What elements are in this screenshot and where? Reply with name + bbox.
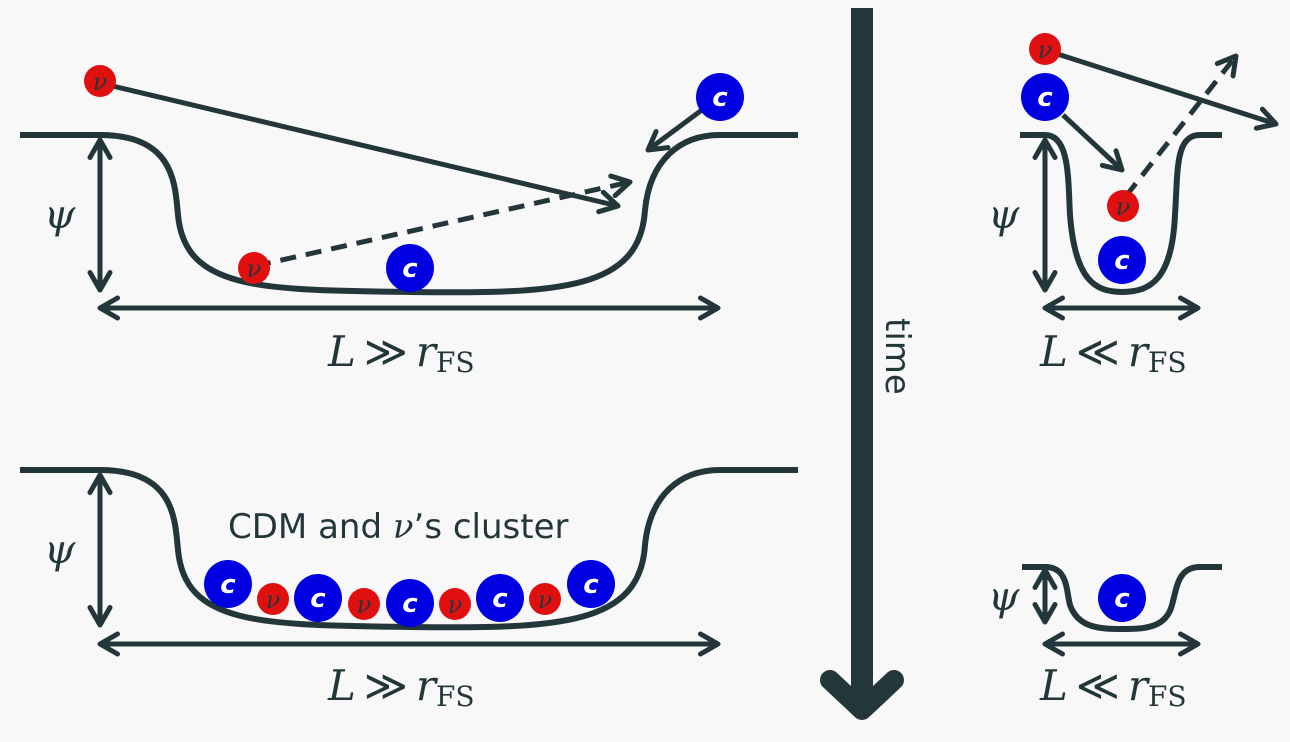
cdm-particle: c [1021, 73, 1069, 121]
cdm-infall-arrow [1061, 113, 1125, 173]
svg-text:c: c [402, 589, 418, 619]
neutrino-particle: ν [348, 588, 380, 620]
scale-relation: ≪ [1076, 327, 1120, 376]
panel-top-left: ψ L≫rFS ν ν c c [20, 65, 798, 379]
svg-text:c: c [712, 83, 728, 113]
neutrino-escape-trajectory [254, 173, 633, 269]
svg-text:ν: ν [357, 591, 372, 619]
svg-text:ν: ν [93, 68, 108, 96]
cdm-particle: c [1098, 574, 1146, 622]
scale-label: L≪rFS [1039, 327, 1187, 379]
svg-text:ν: ν [266, 586, 281, 614]
cdm-particle: c [476, 574, 524, 622]
svg-text:c: c [220, 570, 236, 600]
neutrino-particle: ν [238, 252, 270, 284]
psi-label: ψ [988, 574, 1020, 620]
scale-sub: FS [436, 680, 475, 713]
scale-relation: ≫ [364, 327, 408, 376]
potential-well-curve [1020, 132, 1222, 296]
svg-text:c: c [1114, 246, 1130, 276]
svg-text:ν: ν [448, 591, 463, 619]
psi-label: ψ [988, 192, 1020, 238]
scale-label: L≪rFS [1039, 661, 1187, 713]
neutrino-particle: ν [529, 583, 561, 615]
panel-top-right: ψ L≪rFS ν c ν c [988, 33, 1279, 379]
svg-text:c: c [402, 254, 418, 284]
neutrino-particle: ν [1107, 190, 1139, 222]
psi-label: ψ [44, 192, 76, 238]
cdm-particle: c [386, 244, 434, 292]
scale-L: L [1039, 327, 1068, 376]
cluster-caption: CDM and ν’s cluster [228, 507, 568, 547]
svg-text:ν: ν [1116, 193, 1131, 221]
potential-well-curve [1022, 564, 1222, 633]
svg-text:c: c [310, 584, 326, 614]
cdm-particle: c [386, 579, 434, 627]
neutrino-escape-trajectory [1124, 53, 1239, 198]
caption-nu: ν [393, 507, 414, 547]
scale-label: L≫rFS [327, 661, 475, 713]
cdm-particle: c [1098, 236, 1146, 284]
scale-L: L [1039, 661, 1068, 710]
neutrino-particle: ν [1029, 33, 1061, 65]
neutrino-particle: ν [439, 588, 471, 620]
time-label: time [877, 318, 917, 395]
svg-text:c: c [583, 570, 599, 600]
svg-text:c: c [1114, 584, 1130, 614]
neutrino-trajectory [1044, 47, 1279, 131]
scale-r: r [1128, 327, 1151, 376]
scale-sub: FS [1148, 680, 1187, 713]
svg-text:c: c [1037, 83, 1053, 113]
caption-post: ’s cluster [414, 507, 569, 547]
neutrino-particle: ν [257, 583, 289, 615]
psi-label: ψ [44, 527, 76, 573]
svg-text:c: c [492, 584, 508, 614]
scale-L: L [327, 327, 356, 376]
time-arrow: time [820, 8, 917, 720]
neutrino-particle: ν [84, 65, 116, 97]
caption-pre: CDM and [228, 507, 393, 547]
scale-L: L [327, 661, 356, 710]
scale-relation: ≫ [364, 661, 408, 710]
svg-text:ν: ν [538, 586, 553, 614]
panel-bottom-left: ψ CDM and ν’s cluster L≫rFS c ν c ν c ν … [20, 467, 798, 713]
cdm-particle: c [294, 574, 342, 622]
neutrino-trajectory [99, 80, 621, 215]
svg-text:ν: ν [247, 255, 262, 283]
scale-r: r [1128, 661, 1151, 710]
scale-relation: ≪ [1076, 661, 1120, 710]
scale-label: L≫rFS [327, 327, 475, 379]
cdm-particle: c [204, 560, 252, 608]
cdm-particle: c [567, 560, 615, 608]
scale-r: r [416, 327, 439, 376]
cdm-particle: c [696, 73, 744, 121]
scale-sub: FS [436, 346, 475, 379]
scale-r: r [416, 661, 439, 710]
scale-sub: FS [1148, 346, 1187, 379]
svg-text:ν: ν [1038, 36, 1053, 64]
panel-bottom-right: ψ L≪rFS c [988, 564, 1222, 713]
